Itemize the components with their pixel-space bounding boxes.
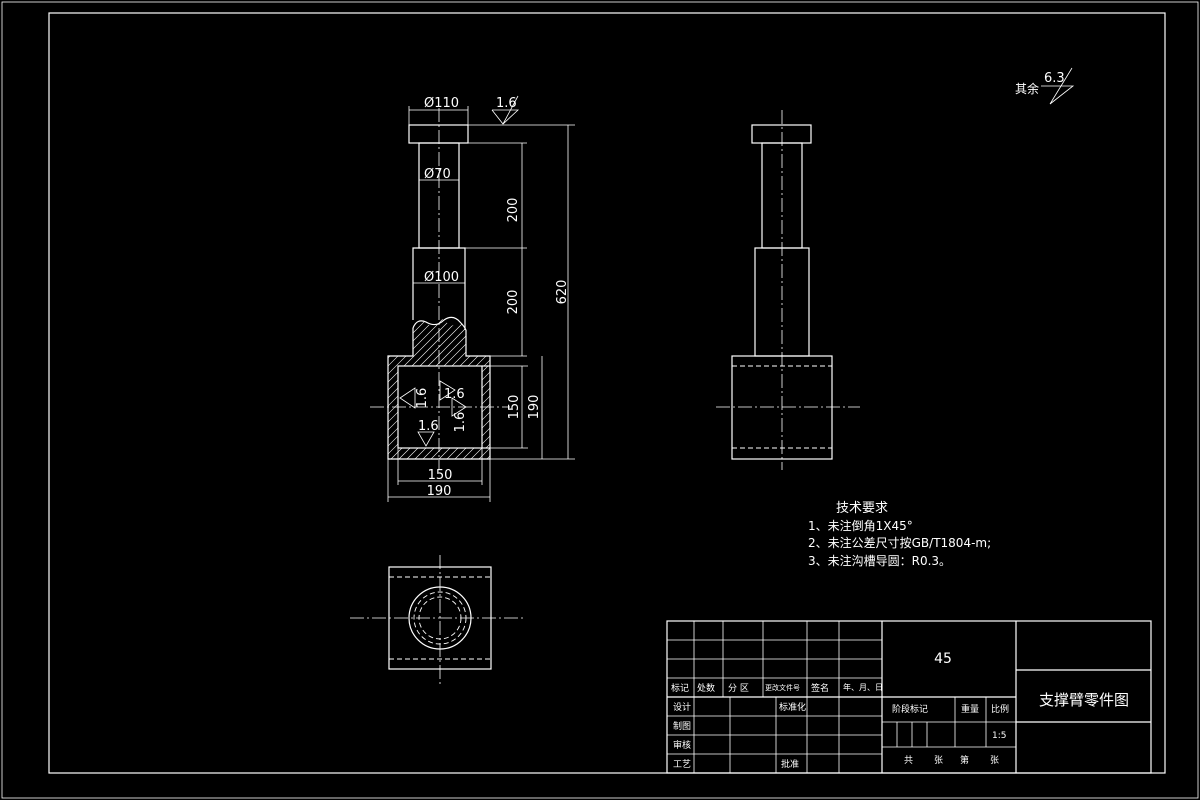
- hatch-line: [388, 318, 421, 459]
- hatch-line: [388, 318, 490, 459]
- dim-inner-w: 150: [428, 468, 453, 483]
- hatch-line: [472, 318, 490, 459]
- roughness-inner-1: 1.6: [444, 387, 465, 402]
- tech-req-item-3: 3、未注沟槽导圆：R0.3。: [808, 553, 951, 568]
- hatch-line: [388, 318, 490, 459]
- hatch-line: [464, 318, 490, 459]
- standardization-label: 标准化: [779, 701, 806, 713]
- dim-len-200-b: 200: [506, 290, 521, 315]
- dim-inner-h: 150: [507, 395, 522, 420]
- hatch-line: [482, 403, 490, 413]
- hatch-left: [225, 310, 652, 465]
- sheets-unit-1: 张: [934, 755, 943, 766]
- hatch-right: [383, 360, 490, 455]
- hatch-line: [400, 318, 490, 459]
- material-value: 45: [934, 651, 952, 667]
- hatch-line: [482, 435, 490, 445]
- sheets-total-label: 共: [904, 755, 913, 766]
- header-change-doc: 更改文件号: [765, 683, 800, 692]
- front-view: Ø110 1.6 Ø70 200 200 Ø100 620 150 190 15…: [225, 95, 652, 502]
- roughness-general-symbol: 其余 6.3: [1015, 67, 1075, 105]
- tech-req-item-2: 2、未注公差尺寸按GB/T1804-m;: [808, 535, 991, 550]
- hatch-line: [408, 318, 490, 459]
- top-view: [350, 555, 525, 685]
- hatch-line: [456, 318, 490, 459]
- inner-frame: [48, 12, 1166, 774]
- tech-req-title: 技术要求: [836, 501, 888, 516]
- hatch-line: [388, 318, 453, 459]
- hatch-line: [488, 318, 490, 459]
- hatch-line: [388, 318, 405, 459]
- stage-mark-label: 阶段标记: [892, 703, 928, 715]
- hatch-line: [388, 318, 461, 459]
- hatch-line: [388, 318, 490, 459]
- hatch-line: [482, 371, 490, 381]
- hatch-line: [388, 318, 397, 459]
- scale-label: 比例: [991, 703, 1009, 715]
- hatch-line: [388, 318, 445, 459]
- hatch-line: [388, 318, 413, 459]
- roughness-general-value: 6.3: [1044, 71, 1065, 86]
- row-draw: 制图: [673, 720, 691, 732]
- dim-outer-h: 190: [527, 395, 542, 420]
- hatch-line: [388, 318, 429, 459]
- sheets-no-label: 第: [960, 754, 969, 766]
- weight-label: 重量: [961, 703, 979, 715]
- row-design: 设计: [673, 701, 691, 713]
- hatch-line: [225, 310, 380, 465]
- sheets-unit-2: 张: [990, 755, 999, 766]
- hatch-line: [480, 318, 490, 459]
- dim-len-total: 620: [555, 280, 570, 305]
- hatch-line: [448, 318, 490, 459]
- roughness-inner-4: 1.6: [453, 412, 468, 433]
- technical-requirements: 技术要求 1、未注倒角1X45° 2、未注公差尺寸按GB/T1804-m; 3、…: [808, 501, 991, 568]
- header-date: 年、月、日: [843, 682, 883, 692]
- row-review: 审核: [673, 739, 691, 751]
- header-zone: 分 区: [728, 683, 749, 694]
- tech-req-item-1: 1、未注倒角1X45°: [808, 518, 913, 533]
- hatch-line: [388, 318, 469, 459]
- roughness-inner-3: 1.6: [418, 419, 439, 434]
- hatch-line: [482, 366, 489, 373]
- dim-outer-w: 190: [427, 484, 452, 499]
- dim-dia-top: Ø110: [424, 96, 459, 111]
- hatch-line: [392, 318, 490, 459]
- dim-dia-upper: Ø70: [424, 167, 451, 182]
- hatch-line: [497, 310, 652, 465]
- header-sign: 签名: [811, 682, 829, 694]
- side-view: [716, 110, 860, 470]
- dim-dia-mid: Ø100: [424, 270, 459, 285]
- hatch-line: [391, 360, 486, 455]
- title-block: 45 支撑臂零件图 标记 处数 分 区 更改文件号 签名 年、月、日 设计 制图…: [666, 620, 1152, 774]
- hatch-line: [482, 387, 490, 397]
- drawing-name: 支撑臂零件图: [1039, 691, 1129, 709]
- dim-len-200-a: 200: [506, 198, 521, 223]
- header-mark: 标记: [671, 682, 689, 694]
- roughness-general-label: 其余: [1015, 81, 1039, 96]
- scale-value: 1:5: [992, 731, 1006, 741]
- roughness-top: 1.6: [496, 96, 517, 111]
- hatch-line: [388, 318, 389, 459]
- approve-label: 批准: [781, 758, 799, 770]
- hatch-line: [388, 318, 490, 459]
- header-count: 处数: [697, 682, 715, 694]
- row-process: 工艺: [673, 759, 691, 770]
- hatch-line: [383, 360, 478, 455]
- roughness-inner-2: 1.6: [415, 388, 430, 409]
